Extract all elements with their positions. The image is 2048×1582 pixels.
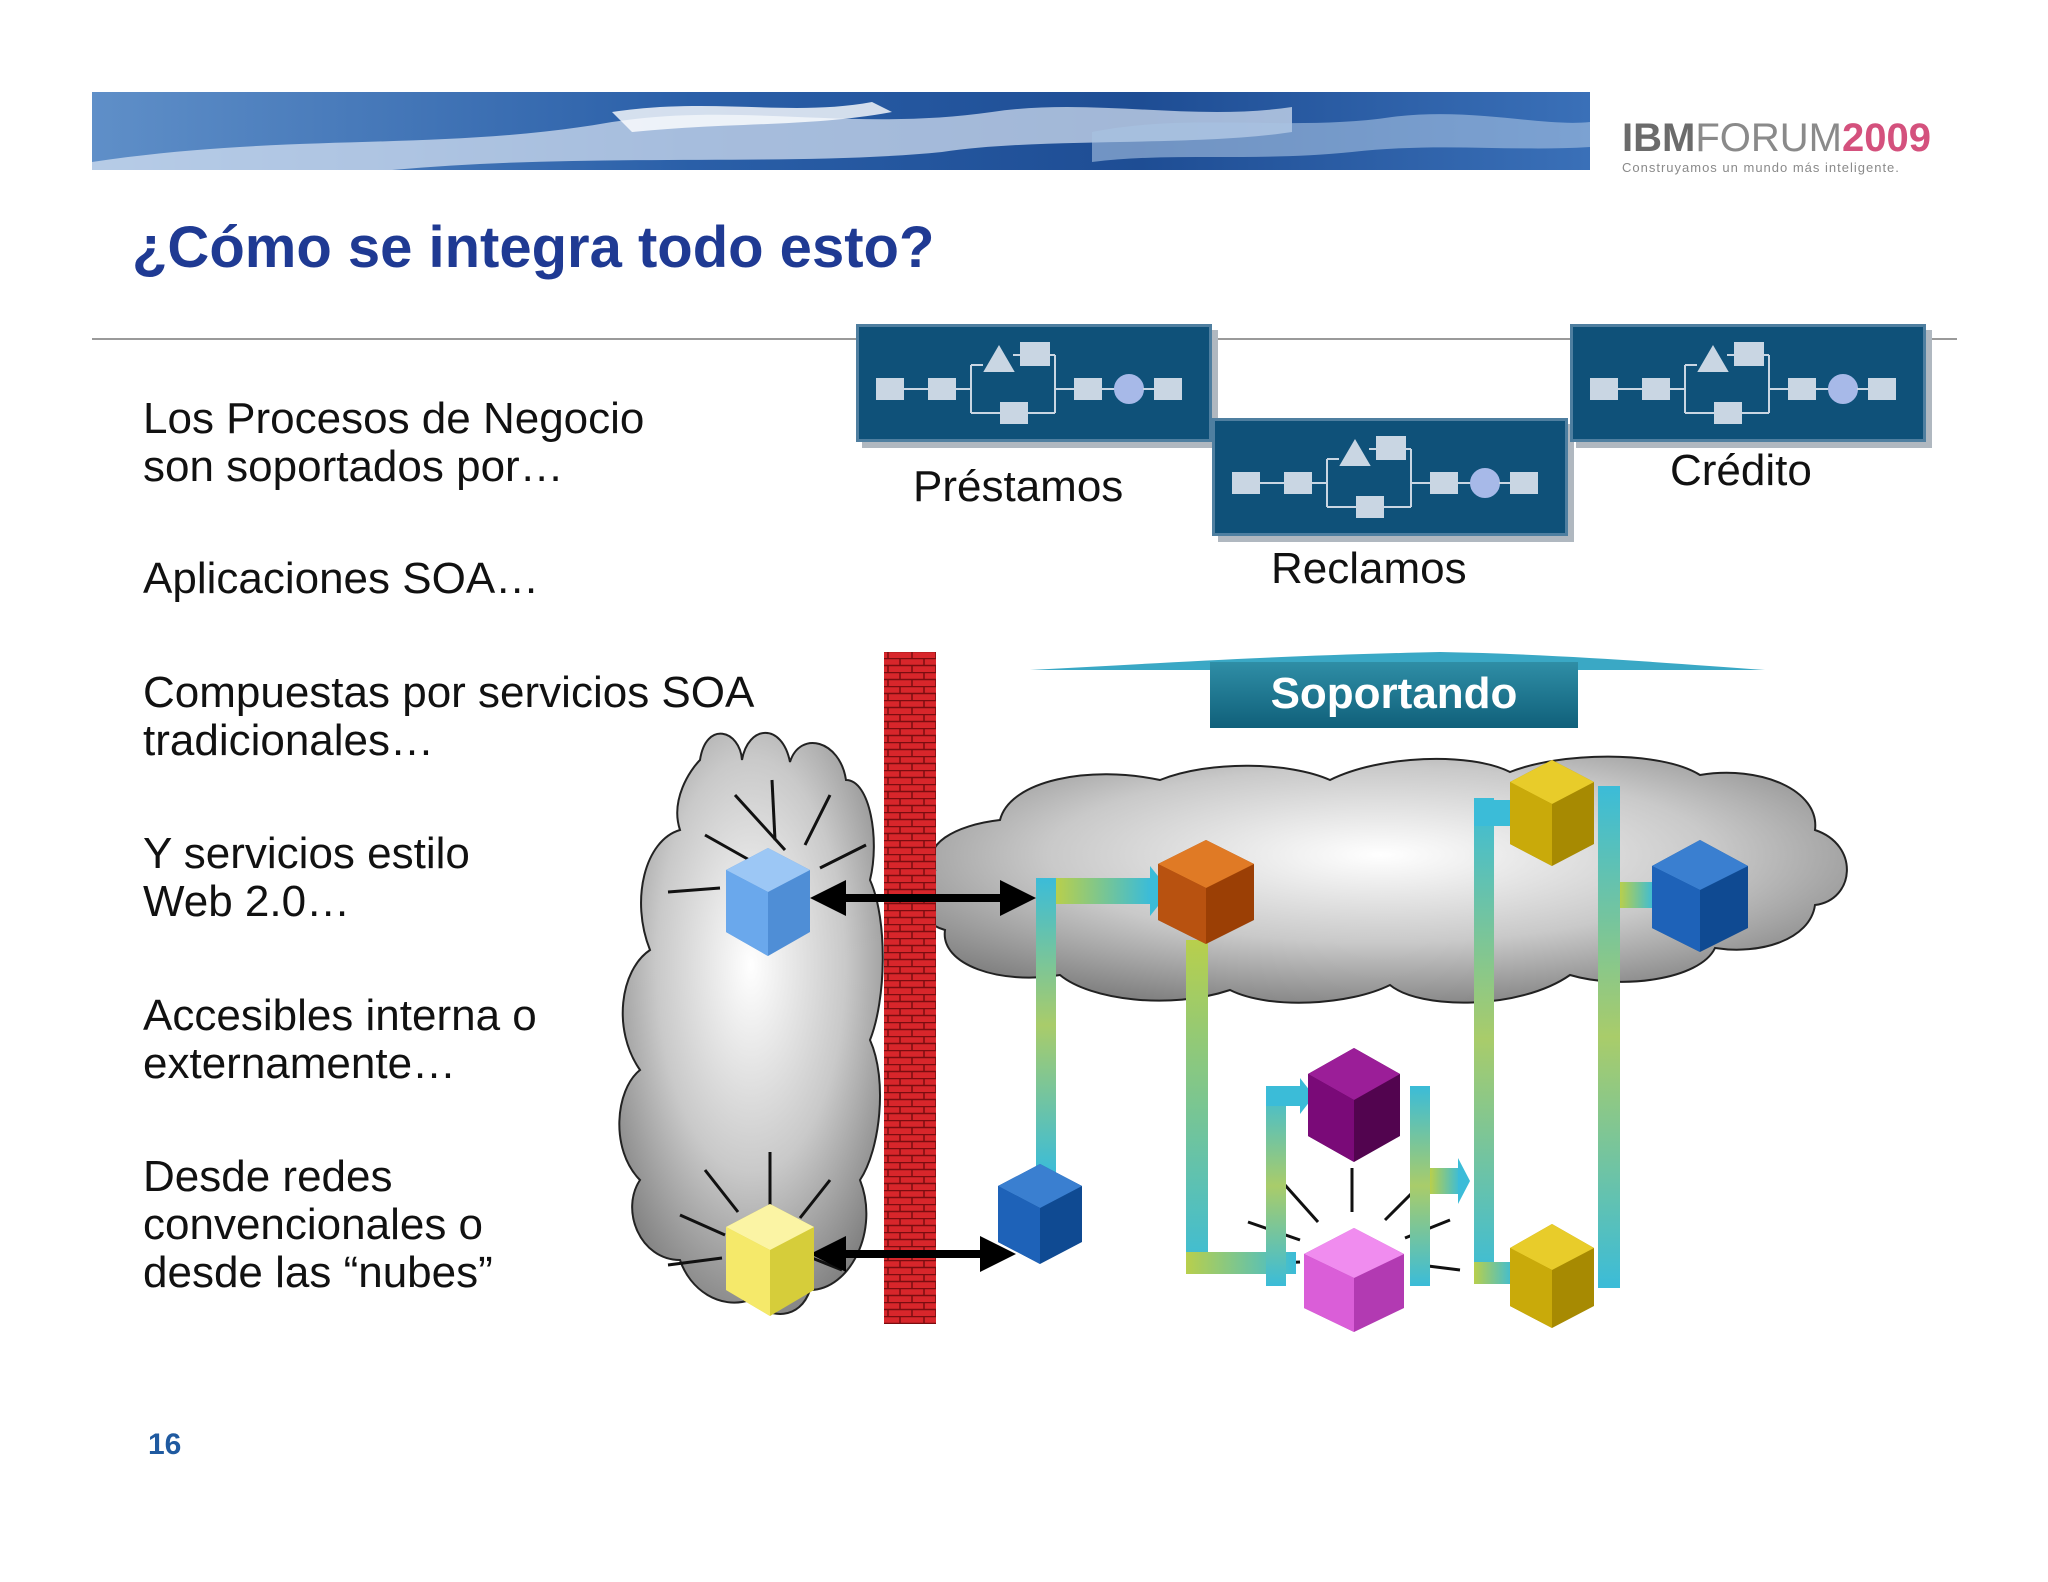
- bullet-line: Desde redes: [143, 1152, 393, 1201]
- bullet-compuestas: Compuestas por servicios SOA tradicional…: [143, 669, 754, 765]
- pipe: [1036, 878, 1056, 1173]
- firewall: [884, 652, 936, 1324]
- external-cloud: [618, 732, 884, 1315]
- logo-tagline: Construyamos un mundo más inteligente.: [1622, 160, 1900, 175]
- bullet-line: externamente…: [143, 1039, 457, 1088]
- pipe: [1266, 1086, 1302, 1106]
- bullet-accesibles: Accesibles interna o externamente…: [143, 992, 537, 1088]
- bullet-line: convencionales o: [143, 1200, 484, 1249]
- logo-forum: FORUM: [1695, 116, 1842, 160]
- bullet-redes: Desde redes convencionales o desde las “…: [143, 1153, 493, 1297]
- slide-title: ¿Cómo se integra todo esto?: [132, 215, 935, 280]
- bullet-web20: Y servicios estilo Web 2.0…: [143, 830, 470, 926]
- process-label-prestamos: Préstamos: [913, 462, 1124, 511]
- cube-yellow: [726, 1204, 814, 1316]
- logo-year: 2009: [1841, 116, 1931, 160]
- service-pipes: [1036, 786, 1664, 1288]
- bullet-line: son soportados por…: [143, 442, 564, 491]
- process-label-reclamos: Reclamos: [1271, 544, 1467, 593]
- bullet-line: Web 2.0…: [143, 877, 351, 926]
- cube-gold-bottom: [1510, 1224, 1594, 1328]
- cube-blue-right: [1652, 840, 1748, 952]
- process-flow-icon: [1232, 436, 1538, 518]
- pipe: [1410, 1086, 1430, 1286]
- pipe: [1056, 878, 1150, 904]
- ibm-forum-logo: IBMFORUM2009 Construyamos un mundo más i…: [1622, 118, 1931, 175]
- radiating-lines-top: [667, 779, 867, 894]
- header-banner: [92, 92, 1590, 170]
- radiating-lines-bottom: [667, 1152, 843, 1272]
- pipe: [1186, 940, 1208, 1274]
- pipe: [1430, 1168, 1460, 1194]
- logo-ibm: IBM: [1622, 116, 1696, 160]
- firewall-arrow-bottom: [810, 1236, 1016, 1272]
- soportando-label: Soportando: [1210, 662, 1578, 728]
- pipe: [1266, 1086, 1286, 1286]
- pipe: [1474, 798, 1494, 1280]
- pipe: [1598, 786, 1620, 1288]
- cube-blue-bottom: [998, 1164, 1082, 1264]
- page-number: 16: [148, 1428, 182, 1461]
- pipe: [1620, 882, 1654, 908]
- cube-purple: [1308, 1048, 1400, 1162]
- cube-pink: [1304, 1228, 1404, 1332]
- cube-light-blue: [726, 848, 810, 956]
- bullet-line: Los Procesos de Negocio: [143, 394, 645, 443]
- bullet-procesos: Los Procesos de Negocio son soportados p…: [143, 395, 644, 491]
- process-label-credito: Crédito: [1670, 446, 1812, 495]
- pipe: [1474, 1262, 1514, 1284]
- bullet-line: tradicionales…: [143, 716, 435, 765]
- pipe-arrow: [1300, 1078, 1314, 1114]
- bullet-aplicaciones: Aplicaciones SOA…: [143, 555, 539, 603]
- process-flow-icon: [876, 342, 1182, 424]
- firewall-arrow-top: [810, 880, 1036, 916]
- pipe-arrow: [1458, 1158, 1470, 1204]
- process-box-credito: [1570, 324, 1926, 442]
- bullet-line: Accesibles interna o: [143, 991, 537, 1040]
- bullet-line: desde las “nubes”: [143, 1248, 493, 1297]
- bullet-line: Y servicios estilo: [143, 829, 470, 878]
- cube-orange: [1158, 840, 1254, 944]
- process-flow-icon: [1590, 342, 1896, 424]
- process-box-prestamos: [856, 324, 1212, 442]
- cube-gold-top: [1510, 760, 1594, 866]
- bullet-line: Compuestas por servicios SOA: [143, 668, 755, 717]
- bullet-line: Aplicaciones SOA…: [143, 554, 540, 603]
- process-box-reclamos: [1212, 418, 1568, 536]
